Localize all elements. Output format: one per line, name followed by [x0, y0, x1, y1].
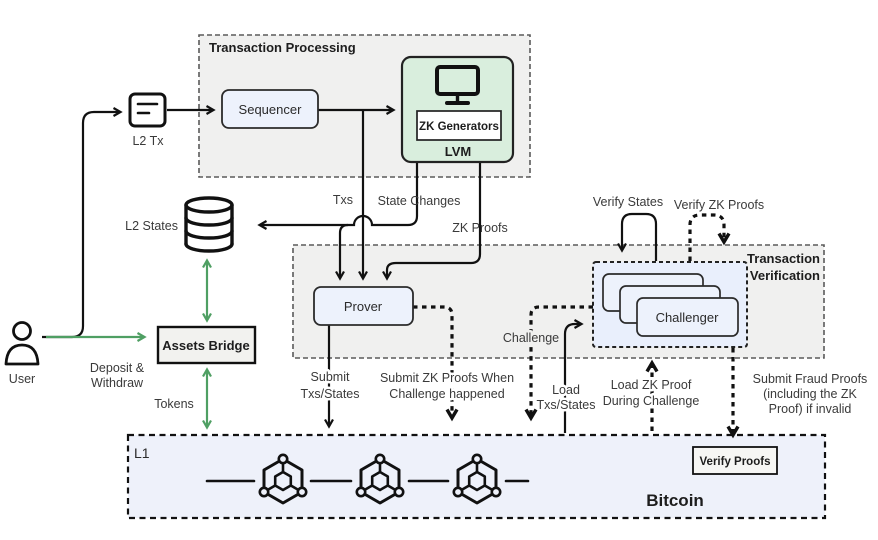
- transaction-verification-title-line1: Transaction: [747, 251, 820, 266]
- verify-proofs-box: [692, 446, 778, 475]
- edge-submit-zk-proofs: [413, 305, 459, 422]
- label-submit-txs-states: Submit Txs/States: [298, 368, 362, 404]
- l2-tx-node: L2 Tx: [128, 92, 167, 148]
- zk-generators-label: ZK Generators: [419, 121, 499, 133]
- user-label: User: [9, 372, 35, 386]
- svg-text:Load: Load: [552, 383, 580, 397]
- prover-box: [313, 286, 414, 326]
- label-verify-zk-proofs: Verify ZK Proofs: [674, 198, 764, 212]
- edges-dashed: [413, 213, 740, 439]
- svg-text:Withdraw: Withdraw: [91, 376, 144, 390]
- label-tokens: Tokens: [154, 397, 194, 411]
- edge-load-txs-states: [563, 319, 584, 433]
- label-load-txs-states: Load Txs/States: [534, 381, 598, 415]
- blockchain-chain: [205, 453, 530, 505]
- lvm-label: LVM: [445, 144, 471, 159]
- svg-text:Submit: Submit: [311, 370, 350, 384]
- bitcoin-label: Bitcoin: [646, 491, 704, 510]
- edge-labels: Txs State Changes ZK Proofs Verify State…: [90, 193, 867, 416]
- transaction-verification-title-line2: Verification: [750, 268, 820, 283]
- challenger-group: Challenger: [592, 261, 748, 348]
- edge-verify-zk-proofs-loop: [688, 213, 731, 261]
- svg-text:During Challenge: During Challenge: [603, 394, 700, 408]
- edges-black: [42, 105, 658, 433]
- edge-zk-proofs-to-prover: [382, 163, 482, 281]
- challenger-label: Challenger: [656, 310, 720, 325]
- monitor-icon: [435, 65, 480, 105]
- sequencer-label: Sequencer: [239, 102, 303, 117]
- assets-bridge-label: Assets Bridge: [162, 338, 249, 353]
- label-load-zk-proof: Load ZK Proof During Challenge: [600, 376, 702, 411]
- edge-challenge: [524, 305, 593, 422]
- l2-tx-icon: [128, 92, 167, 128]
- svg-text:Challenge happened: Challenge happened: [389, 387, 504, 401]
- label-txs: Txs: [333, 193, 353, 207]
- challenger-box: [636, 297, 739, 337]
- database-icon: [184, 196, 234, 253]
- label-submit-fraud-proofs: Submit Fraud Proofs (including the ZK Pr…: [753, 372, 868, 416]
- assets-bridge-box: [156, 325, 257, 365]
- svg-text:Deposit &: Deposit &: [90, 361, 145, 375]
- label-challenge: Challenge: [503, 331, 559, 345]
- svg-text:Txs/States: Txs/States: [536, 398, 595, 412]
- l2-states-node: L2 States: [125, 196, 234, 253]
- svg-text:(including the ZK: (including the ZK: [763, 387, 857, 401]
- edge-state-changes-to-prover: [335, 223, 349, 281]
- user-icon: [4, 321, 40, 366]
- transaction-processing-title: Transaction Processing: [209, 40, 356, 55]
- sequencer-box: [221, 89, 319, 129]
- edge-state-changes-to-l2states: [257, 163, 419, 230]
- svg-text:Txs/States: Txs/States: [300, 387, 359, 401]
- svg-text:Load ZK Proof: Load ZK Proof: [611, 378, 692, 392]
- edge-user-to-l2tx: [42, 107, 123, 339]
- l2-states-label: L2 States: [125, 219, 178, 233]
- verify-proofs-label: Verify Proofs: [700, 456, 771, 468]
- l2-tx-label: L2 Tx: [132, 134, 164, 148]
- user-node: User: [4, 321, 40, 386]
- l1-label: L1: [134, 445, 150, 461]
- edge-verify-states-loop: [617, 212, 658, 261]
- zk-generators-box: [416, 110, 502, 141]
- svg-text:Submit Fraud Proofs: Submit Fraud Proofs: [753, 372, 868, 386]
- lvm-node: ZK Generators LVM: [400, 55, 515, 164]
- svg-text:Submit ZK Proofs When: Submit ZK Proofs When: [380, 371, 514, 385]
- label-verify-states: Verify States: [593, 195, 663, 209]
- prover-label: Prover: [344, 299, 383, 314]
- label-state-changes: State Changes: [378, 194, 461, 208]
- label-submit-zk-proofs: Submit ZK Proofs When Challenge happened: [377, 369, 516, 404]
- label-deposit-withdraw: Deposit & Withdraw: [90, 361, 145, 390]
- svg-text:Proof) if invalid: Proof) if invalid: [769, 402, 852, 416]
- label-zk-proofs: ZK Proofs: [452, 221, 508, 235]
- edges-green: [46, 258, 212, 430]
